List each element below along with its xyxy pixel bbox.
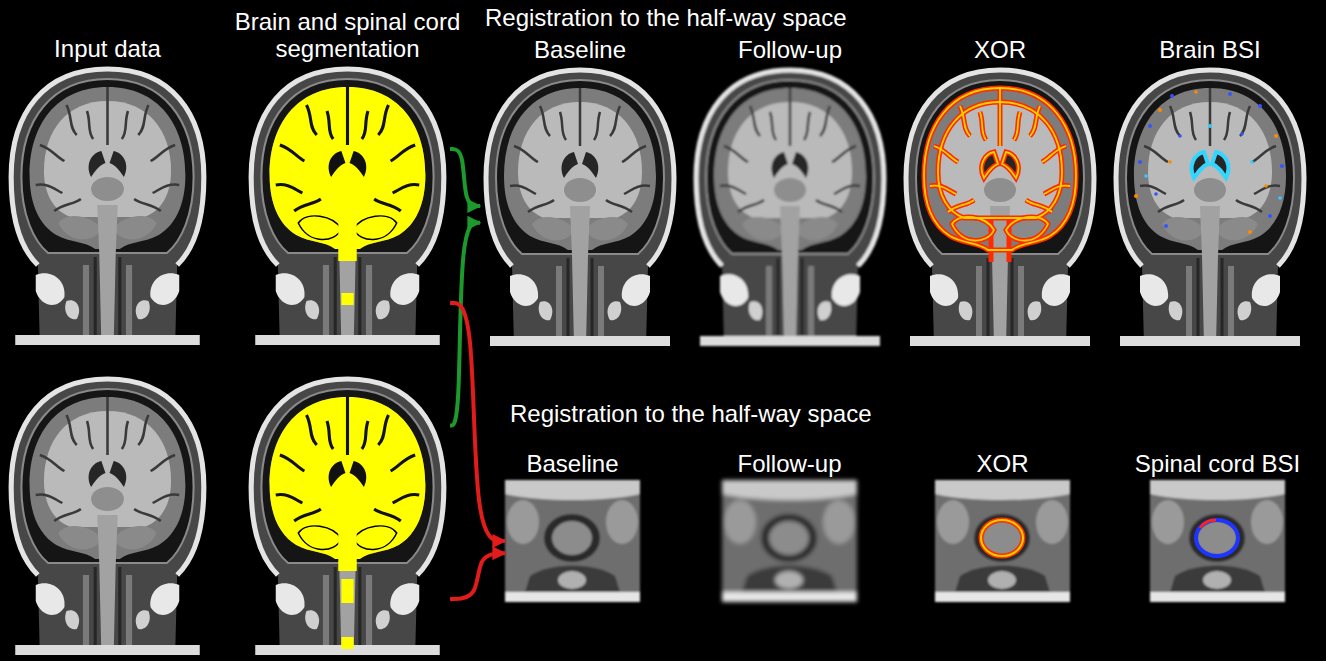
baseline-image: Baseline	[485, 450, 660, 602]
image-frame	[935, 480, 1070, 602]
xor-overlay	[924, 88, 1076, 262]
xor-image: XOR	[890, 36, 1110, 346]
cord-registration-scans	[505, 480, 1285, 602]
segmentation-mask	[270, 397, 426, 571]
panel-label: Input data	[0, 35, 230, 62]
arrow-connector	[450, 223, 480, 426]
image-frame	[5, 65, 210, 345]
panel-label: XOR	[915, 450, 1090, 477]
cord-mask	[341, 579, 353, 649]
panel-label: Brain BSI	[1100, 36, 1320, 63]
image-frame	[900, 66, 1100, 346]
follow-up-image: Follow-up	[680, 36, 900, 346]
segmentation-image	[245, 372, 450, 655]
image-frame	[722, 480, 857, 602]
mri-coronal	[1116, 70, 1304, 346]
image-frame	[245, 65, 450, 345]
mri-axial	[1150, 480, 1285, 602]
mri-axial	[505, 480, 640, 602]
panel-label: Follow-up	[680, 36, 900, 63]
arrow-connector	[450, 303, 505, 541]
baseline-image: Baseline	[470, 36, 690, 346]
panel-title: Registration to the half-way space	[480, 400, 1320, 427]
segmentation-image: Brain and spinal cord segmentation	[215, 8, 480, 345]
xor-image: XOR	[915, 450, 1090, 602]
image-frame	[505, 480, 640, 602]
mri-coronal	[11, 379, 204, 655]
registration-panel: Registration to the half-way spaceBaseli…	[468, 4, 1320, 348]
segmentation-scans	[251, 69, 444, 655]
segmentation-mask	[270, 87, 426, 261]
mri-axial	[935, 480, 1070, 602]
input-scans	[11, 69, 204, 655]
mri-coronal	[251, 69, 444, 345]
mri-coronal	[486, 70, 674, 346]
input-image: Input data	[0, 35, 230, 345]
bsi-image: Brain BSI	[1100, 36, 1320, 346]
mri-coronal	[11, 69, 204, 345]
panel-label: Spinal cord BSI	[1130, 450, 1305, 477]
bsi-overlay	[1196, 520, 1238, 556]
panel-label: Follow-up	[702, 450, 877, 477]
mri-coronal	[251, 379, 444, 655]
registration-panel: Registration to the half-way spaceBaseli…	[480, 400, 1320, 605]
mri-coronal	[696, 70, 884, 346]
cord-mask	[341, 293, 353, 305]
bsi-image: Spinal cord BSI	[1130, 450, 1305, 602]
image-frame	[245, 375, 450, 655]
panel-label: Baseline	[470, 36, 690, 63]
bsi-overlay	[1134, 90, 1284, 234]
mri-axial	[722, 480, 857, 602]
follow-up-image: Follow-up	[702, 450, 877, 602]
arrow-connector	[450, 149, 480, 206]
image-frame	[1150, 480, 1285, 602]
arrow-connector	[450, 553, 505, 599]
image-frame	[690, 66, 890, 346]
mri-coronal	[906, 70, 1094, 346]
panel-label: Baseline	[485, 450, 660, 477]
image-frame	[480, 66, 680, 346]
xor-overlay	[981, 520, 1023, 556]
panel-label: Brain and spinal cord segmentation	[215, 8, 480, 62]
panel-title: Registration to the half-way space	[468, 4, 1320, 31]
brain-registration-scans	[486, 70, 1304, 346]
image-frame	[1110, 66, 1310, 346]
panel-label: XOR	[890, 36, 1110, 63]
